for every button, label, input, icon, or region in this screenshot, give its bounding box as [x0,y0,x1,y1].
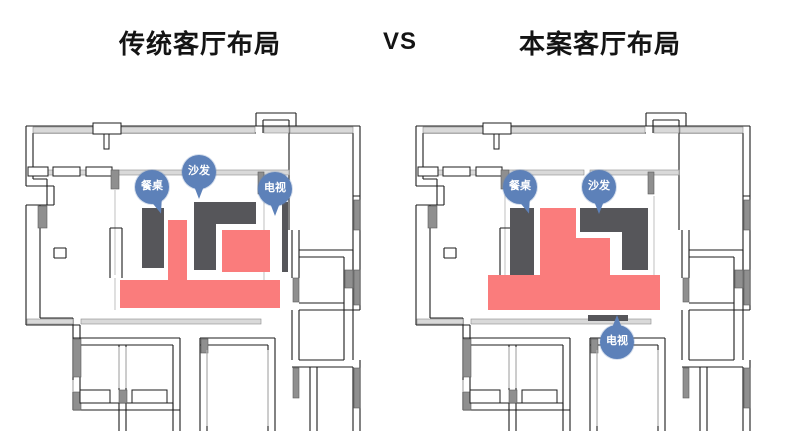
furniture-sofa [194,202,256,270]
label-tv[interactable]: 电视 [258,172,292,216]
furniture-coffee-table [222,230,270,272]
vs-separator: VS [382,28,417,55]
label-tv[interactable]: 电视 [600,315,634,359]
left-plan-title: 传统客厅布局 [118,28,281,59]
left-floor-plan: 餐桌 沙发 电视 [10,110,400,431]
label-sofa-text: 沙发 [188,164,210,177]
furniture-dining-chair [168,220,187,280]
label-sofa[interactable]: 沙发 [182,155,216,199]
furniture-dining-table [142,208,164,268]
furniture-living-zone [488,208,660,310]
heading-row: 传统客厅布局 VS 本案客厅布局 [0,20,800,64]
furniture-dining-table [510,208,534,280]
label-tv-text: 电视 [606,334,628,347]
label-dining-table[interactable]: 餐桌 [503,170,537,204]
right-floor-plan: 餐桌 沙发 电视 [400,110,790,431]
furniture-tv-cabinet [282,202,288,272]
furniture-sofa [580,208,648,270]
label-dining-table[interactable]: 餐桌 [135,170,169,204]
furniture-rug [120,280,280,308]
right-plan-drawing [415,112,751,431]
furniture-tv-cabinet [588,315,628,321]
label-dining-table-text: 餐桌 [141,179,163,192]
label-tv-text: 电视 [264,181,286,194]
left-plan-drawing [25,112,361,431]
label-dining-table-text: 餐桌 [509,179,531,192]
label-sofa[interactable]: 沙发 [582,170,616,214]
label-sofa-text: 沙发 [588,179,610,192]
right-plan-title: 本案客厅布局 [518,28,681,59]
